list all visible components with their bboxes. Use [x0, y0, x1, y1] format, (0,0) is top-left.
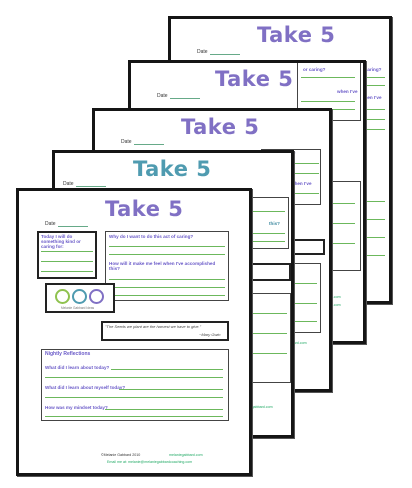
answer-line	[111, 369, 223, 370]
answer-line	[105, 409, 223, 410]
answer-line	[301, 101, 355, 102]
page-title: Take 5	[257, 23, 336, 47]
date-label: Date	[45, 221, 56, 227]
answer-line	[231, 313, 287, 314]
answer-line	[231, 241, 285, 242]
worksheet-page-1: Take 5 Date Today I will do something ki…	[16, 188, 252, 476]
back-question-peek: or caring?	[359, 67, 382, 72]
answer-line	[41, 261, 93, 262]
answer-line	[119, 389, 223, 390]
why-question: Why do I want to do this act of caring?	[109, 234, 194, 239]
answer-line	[349, 109, 385, 110]
answer-line	[349, 119, 385, 120]
page-title: Take 5	[181, 115, 260, 139]
date-label: Date	[121, 139, 132, 145]
answer-line	[349, 201, 385, 202]
answer-line	[45, 416, 223, 417]
circle-logo-teal-icon	[72, 289, 87, 304]
myself-question: What did I learn about myself today?	[45, 385, 126, 390]
answer-line	[349, 85, 385, 86]
answer-line	[109, 279, 225, 280]
answer-line	[349, 219, 385, 220]
answer-line	[45, 397, 223, 398]
date-field: Date	[157, 93, 200, 99]
answer-line	[301, 77, 355, 78]
answer-line	[349, 129, 385, 130]
back-question-peek: or caring?	[303, 67, 326, 72]
email-line[interactable]: Email me at: melanie@melaniegabbardcoach…	[107, 460, 193, 464]
mindset-question: How was my mindset today?	[45, 405, 108, 410]
back-question-peek: when I've	[291, 181, 312, 186]
answer-line	[349, 255, 385, 256]
answer-line	[109, 254, 225, 255]
date-label: Date	[157, 93, 168, 99]
answer-line	[109, 287, 225, 288]
back-question-peek: when I've	[361, 95, 382, 100]
page-title: Take 5	[133, 157, 212, 181]
date-field: Date	[45, 221, 88, 227]
answer-line	[349, 77, 385, 78]
back-question-peek: when I've	[337, 89, 358, 94]
nightly-heading: Nightly Reflections	[45, 351, 91, 357]
quote-box	[101, 321, 229, 341]
answer-line	[109, 246, 225, 247]
answer-line	[231, 211, 285, 212]
logo: Melanie Gabbard Ideas	[45, 283, 115, 313]
quote-author: ~Mary Gwin	[199, 332, 221, 337]
nightly-reflections-box	[41, 349, 229, 421]
page-title: Take 5	[215, 67, 294, 91]
answer-line	[41, 251, 93, 252]
kind-act-box	[37, 231, 97, 279]
date-field: Date	[197, 49, 240, 55]
quote-text: "The Seeds we plant are the harvest we h…	[105, 324, 202, 329]
circle-logo-purple-icon	[89, 289, 104, 304]
answer-line	[349, 237, 385, 238]
logo-caption: Melanie Gabbard Ideas	[61, 306, 95, 310]
site-link: melaniegabbard.com	[239, 405, 273, 409]
answer-line	[109, 295, 225, 296]
circle-logo-green-icon	[55, 289, 70, 304]
kind-act-question: Today I will do something kind or caring…	[41, 234, 81, 249]
date-label: Date	[197, 49, 208, 55]
date-label: Date	[63, 181, 74, 187]
answer-line	[231, 233, 285, 234]
site-link[interactable]: melaniegabbard.com	[169, 453, 203, 457]
answer-line	[41, 271, 93, 272]
learn-question: What did I learn about today?	[45, 365, 110, 370]
why-box	[105, 231, 229, 301]
back-question-peek: this?	[269, 221, 280, 226]
answer-line	[45, 377, 223, 378]
feel-question: How will it make me feel when I've accom…	[109, 261, 216, 271]
date-field: Date	[63, 181, 106, 187]
answer-line	[231, 353, 287, 354]
copyright: ©Melanie Gabbard 2010	[101, 453, 141, 457]
answer-line	[231, 333, 287, 334]
page-title: Take 5	[105, 197, 184, 221]
date-field: Date	[121, 139, 164, 145]
